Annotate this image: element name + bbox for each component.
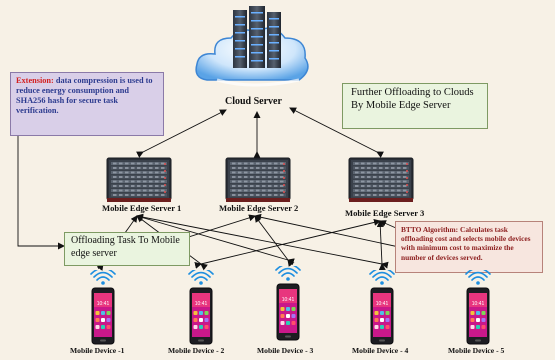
- smartphone-icon: 10:41: [88, 267, 118, 346]
- edge-server-label: Mobile Edge Server 2: [219, 203, 299, 213]
- cloud-server-label: Cloud Server: [225, 96, 282, 107]
- edge-to-cloud-arrow: [136, 109, 227, 158]
- edge-server-icon: [103, 154, 175, 204]
- svg-text:10:41: 10:41: [472, 301, 485, 307]
- mobile-device-label: Mobile Device - 3: [257, 346, 314, 355]
- mobile-device-label: Mobile Device - 4: [352, 346, 409, 355]
- edge-server-icon: [345, 154, 417, 204]
- mobile-device-label: Mobile Device - 5: [448, 346, 505, 355]
- smartphone-icon: 10:41: [186, 267, 216, 346]
- svg-text:10:41: 10:41: [376, 301, 389, 307]
- svg-text:10:41: 10:41: [195, 301, 208, 307]
- further-offloading-note: Further Offloading to Clouds By Mobile E…: [342, 83, 488, 129]
- edge-server-label: Mobile Edge Server 1: [102, 203, 182, 213]
- device-to-edge-arrow: [376, 220, 386, 271]
- extension-note-text: data compression is used to reduce energ…: [16, 76, 153, 115]
- smartphone-icon: 10:41: [463, 267, 493, 346]
- offloading-task-note: Offloading Task To Mobile edge server: [64, 232, 190, 266]
- smartphone-icon: 10:41: [273, 263, 303, 342]
- edge-to-cloud-arrow: [289, 107, 384, 158]
- extension-connector-arrow: [17, 136, 65, 250]
- device-to-edge-arrow: [254, 215, 295, 267]
- edge-server-icon: [222, 154, 294, 204]
- extension-note-title: Extension:: [16, 76, 54, 85]
- cloud-server-icon: [193, 4, 313, 96]
- mobile-device-label: Mobile Device - 2: [168, 346, 225, 355]
- svg-text:10:41: 10:41: [282, 297, 295, 303]
- svg-text:10:41: 10:41: [97, 301, 110, 307]
- mobile-device-label: Mobile Device -1: [70, 346, 125, 355]
- btto-algorithm-note: BTTO Algorithm: Calculates task offloadi…: [395, 221, 543, 273]
- extension-note: Extension: data compression is used to r…: [10, 72, 164, 136]
- edge-server-label: Mobile Edge Server 3: [345, 208, 425, 218]
- smartphone-icon: 10:41: [367, 267, 397, 346]
